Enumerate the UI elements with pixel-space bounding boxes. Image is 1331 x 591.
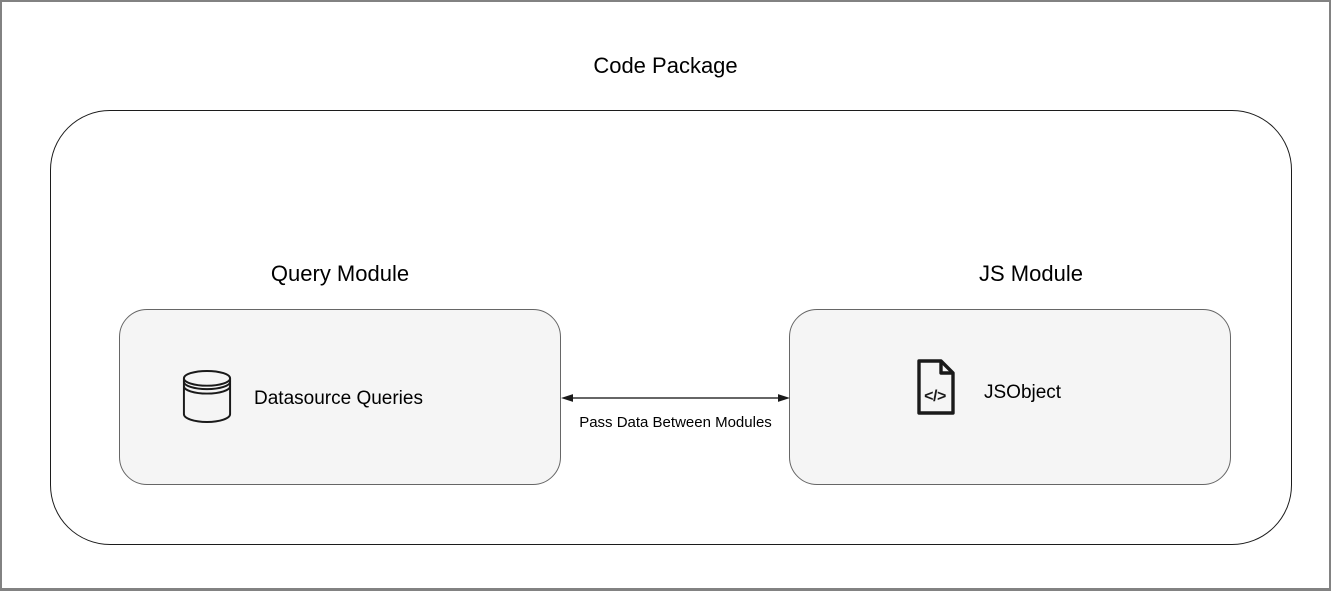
diagram-title: Code Package bbox=[593, 53, 738, 78]
database-icon bbox=[182, 369, 232, 423]
js-module-heading: JS Module bbox=[979, 261, 1083, 286]
svg-text:</>: </> bbox=[924, 388, 946, 405]
connector-label: Pass Data Between Modules bbox=[579, 414, 772, 431]
code-file-icon: </> bbox=[917, 359, 955, 415]
js-module-box: </> JSObject bbox=[789, 309, 1231, 485]
js-module-label: JSObject bbox=[984, 382, 1062, 403]
query-module-label: Datasource Queries bbox=[254, 388, 423, 409]
query-module-heading: Query Module bbox=[270, 261, 410, 286]
bidirectional-arrow-icon bbox=[561, 394, 790, 402]
query-module-box: Datasource Queries bbox=[119, 309, 561, 485]
